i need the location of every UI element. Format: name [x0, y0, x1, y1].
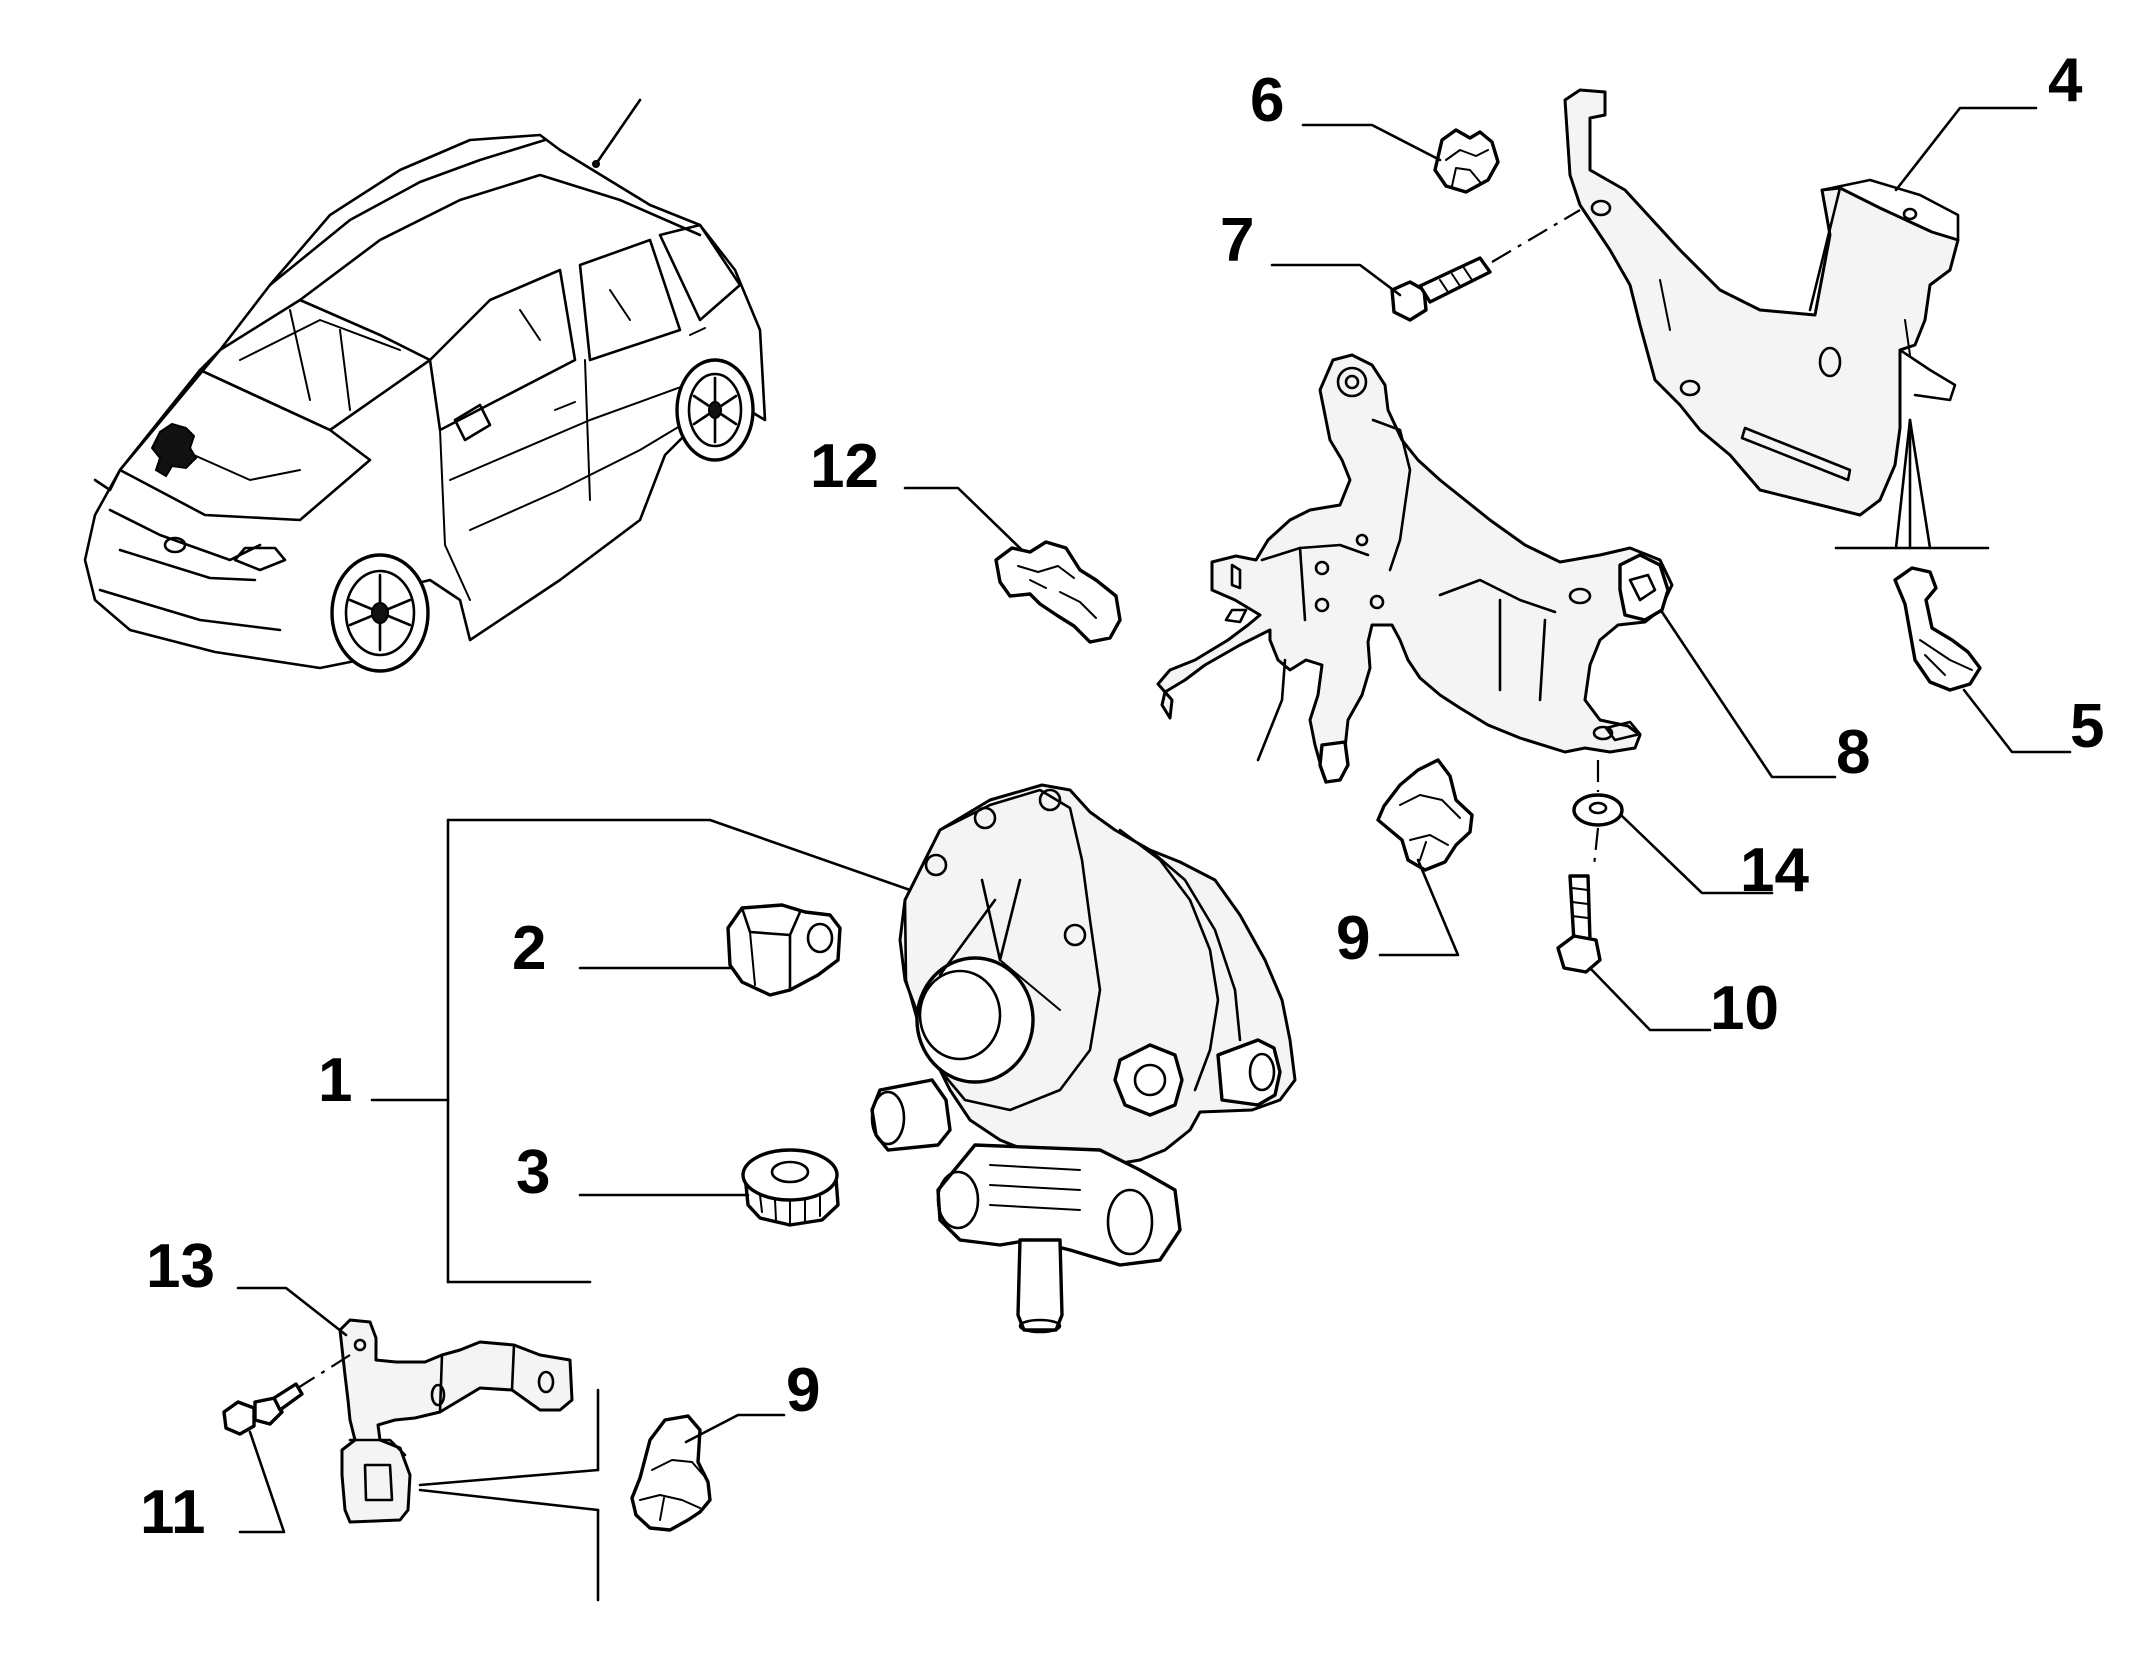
- vehicle-location-view: [83, 98, 767, 673]
- callout-10: 10: [1710, 974, 1779, 1043]
- part-14-washer: [1572, 760, 1624, 867]
- part-5-clip: [1893, 566, 1982, 692]
- callout-5: 5: [2070, 692, 2105, 761]
- callout-14: 14: [1740, 836, 1809, 905]
- part-10-bolt: [1556, 874, 1602, 974]
- callout-9-upper: 9: [1336, 904, 1371, 973]
- part-12-clip: [994, 540, 1122, 644]
- callout-13: 13: [146, 1232, 215, 1301]
- callout-11: 11: [140, 1478, 206, 1547]
- part-9-clip-upper: [1376, 758, 1474, 872]
- callout-9-lower: 9: [786, 1356, 821, 1425]
- part-3-grommet: [741, 1148, 840, 1227]
- callout-1: 1: [318, 1046, 353, 1115]
- part-1-pump-assembly: [870, 783, 1297, 1334]
- part-2-rubber-mount: [726, 903, 842, 997]
- callout-7: 7: [1220, 206, 1255, 275]
- part-4-bracket: [1563, 88, 1960, 517]
- part-13-lower-bracket: [281, 1318, 574, 1524]
- part-11-bolt: [222, 1382, 304, 1436]
- part-6-clip: [1433, 128, 1500, 194]
- callout-6: 6: [1250, 66, 1285, 135]
- part-8-main-bracket: [1156, 353, 1674, 784]
- callout-12: 12: [810, 432, 879, 501]
- callout-8: 8: [1836, 718, 1871, 787]
- callout-2: 2: [512, 914, 547, 983]
- leader-lines: [236, 106, 2072, 1602]
- part-9-clip-lower: [630, 1414, 712, 1532]
- callout-3: 3: [516, 1138, 551, 1207]
- callout-4: 4: [2048, 46, 2083, 115]
- part-7-bolt: [1390, 209, 1581, 322]
